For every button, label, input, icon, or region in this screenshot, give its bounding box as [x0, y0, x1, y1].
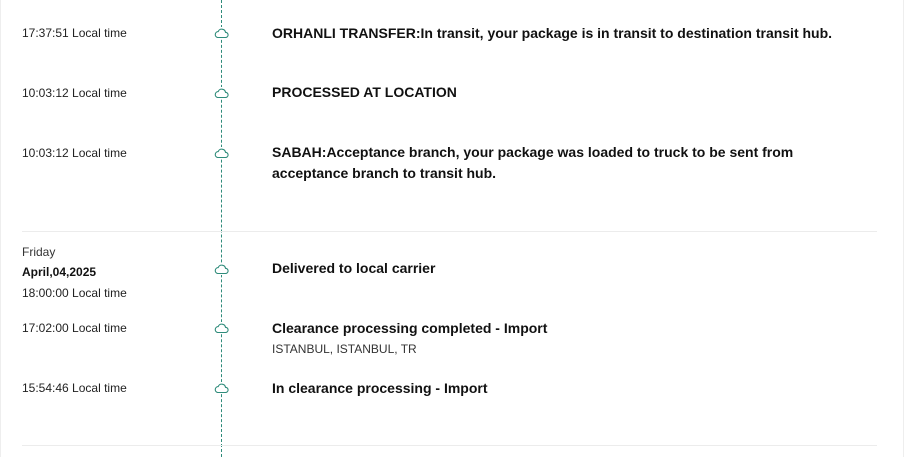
cloud-icon [214, 147, 229, 159]
cloud-icon [214, 263, 229, 275]
cloud-icon [214, 87, 229, 99]
right-border [903, 0, 904, 457]
date-group-divider [22, 445, 877, 446]
event-description: Clearance processing completed - Import [272, 320, 548, 336]
cloud-icon [214, 27, 229, 39]
event-description: PROCESSED AT LOCATION [272, 84, 457, 100]
date-label: April,04,2025 [22, 265, 97, 279]
event-description: ORHANLI TRANSFER:In transit, your packag… [272, 25, 833, 41]
date-group-divider [22, 231, 877, 232]
event-time: 17:02:00 Local time [22, 321, 127, 335]
timeline-dashed-line [221, 0, 222, 457]
event-description: Delivered to local carrier [272, 260, 436, 276]
event-time: 18:00:00 Local time [22, 286, 127, 300]
event-time: 17:37:51 Local time [22, 26, 127, 40]
event-location: ISTANBUL, ISTANBUL, TR [272, 342, 417, 356]
event-description: In clearance processing - Import [272, 380, 488, 396]
cloud-icon [214, 382, 229, 394]
left-border [0, 0, 1, 457]
cloud-icon [214, 322, 229, 334]
event-time: 10:03:12 Local time [22, 146, 127, 160]
event-time: 15:54:46 Local time [22, 381, 127, 395]
event-time: 10:03:12 Local time [22, 86, 127, 100]
date-weekday: Friday [22, 245, 56, 259]
event-description: SABAH:Acceptance branch, your package wa… [272, 144, 794, 181]
